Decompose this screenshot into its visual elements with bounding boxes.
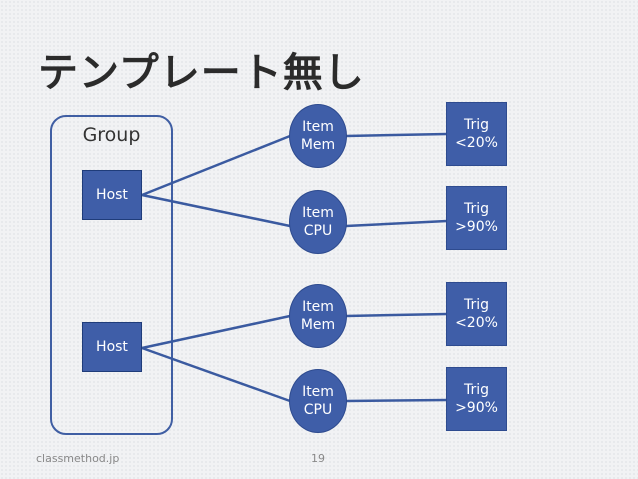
page-title: テンプレート無し: [38, 50, 365, 96]
footer-source: classmethod.jp: [36, 452, 120, 465]
item-label: Item: [302, 299, 334, 315]
item-label: Item: [302, 205, 334, 221]
item-label: Item: [302, 384, 334, 400]
host-node: Host: [82, 170, 142, 220]
connector-item3-trig3: [345, 312, 448, 318]
host-node: Host: [82, 322, 142, 372]
trigger-threshold: <20%: [455, 315, 498, 331]
connector-host1-item1: [141, 134, 291, 197]
trigger-label: Trig: [463, 201, 490, 217]
trigger-label: Trig: [463, 117, 490, 133]
item-node: Item Mem: [289, 104, 347, 168]
trigger-threshold: >90%: [455, 400, 498, 416]
host-label: Host: [96, 339, 128, 355]
connector-host1-item2: [141, 193, 291, 228]
item-node: Item Mem: [289, 284, 347, 348]
item-type: CPU: [303, 223, 333, 239]
trigger-node: Trig <20%: [446, 282, 507, 346]
connector-host2-item4: [141, 346, 291, 403]
host-label: Host: [96, 187, 128, 203]
group-label: Group: [82, 124, 141, 146]
page-number: 19: [311, 452, 325, 465]
item-type: CPU: [303, 402, 333, 418]
connector-host2-item3: [141, 314, 291, 350]
item-type: Mem: [300, 317, 336, 333]
connector-item2-trig2: [345, 219, 448, 228]
item-label: Item: [302, 119, 334, 135]
trigger-threshold: >90%: [455, 219, 498, 235]
trigger-node: Trig <20%: [446, 102, 507, 166]
trigger-threshold: <20%: [455, 135, 498, 151]
item-type: Mem: [300, 137, 336, 153]
trigger-node: Trig >90%: [446, 186, 507, 250]
item-node: Item CPU: [289, 190, 347, 254]
connector-item1-trig1: [345, 132, 448, 138]
connector-item4-trig4: [345, 398, 448, 403]
group-container: [50, 115, 173, 435]
trigger-label: Trig: [463, 382, 490, 398]
trigger-node: Trig >90%: [446, 367, 507, 431]
trigger-label: Trig: [463, 297, 490, 313]
item-node: Item CPU: [289, 369, 347, 433]
